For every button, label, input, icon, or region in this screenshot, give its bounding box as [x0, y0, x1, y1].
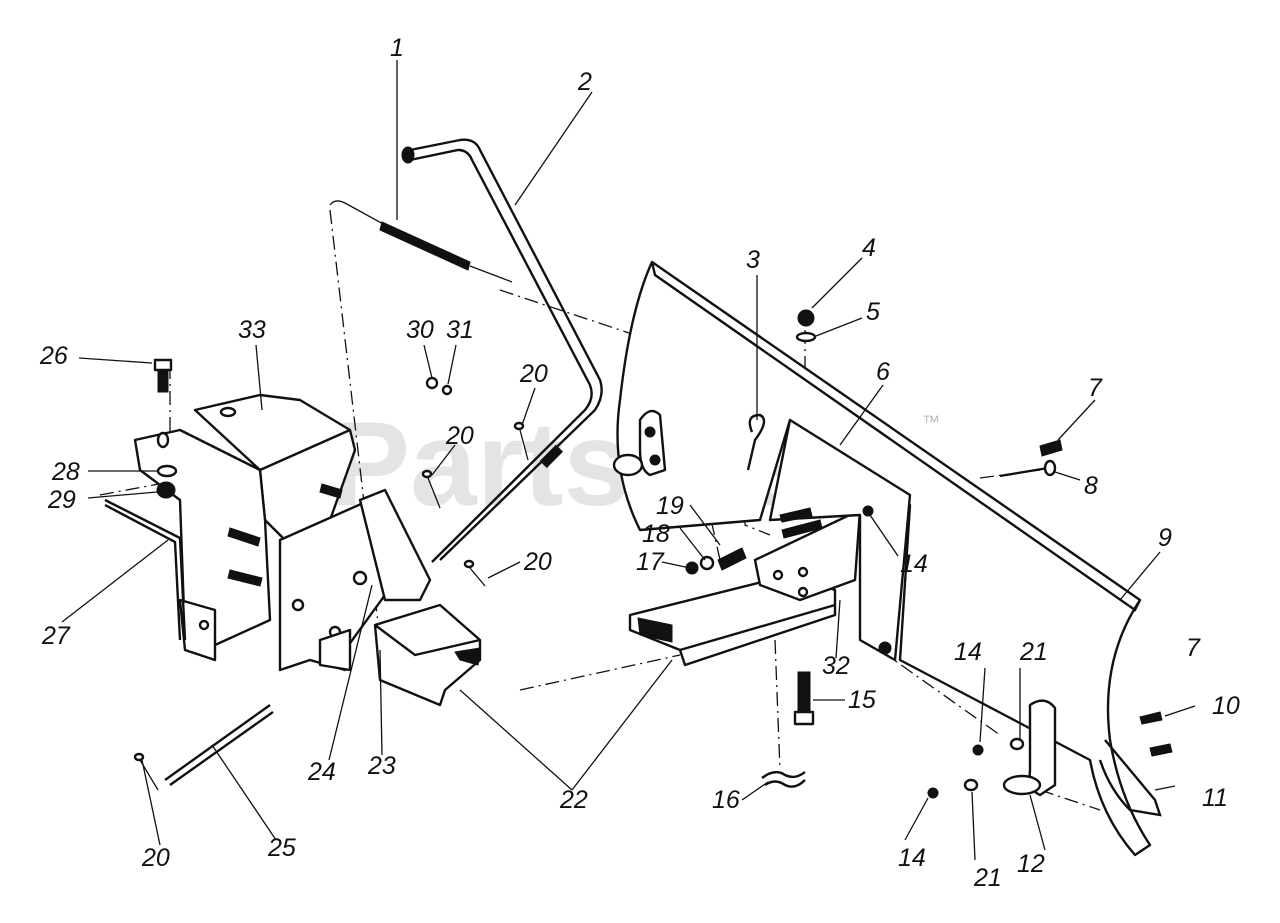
blade [616, 260, 1162, 857]
callout-8: 8 [1084, 472, 1098, 500]
callout-14-upper: 14 [900, 550, 928, 578]
hardware [133, 309, 1173, 799]
callout-20-top: 20 [519, 360, 548, 388]
pivot-plate [278, 488, 432, 672]
callout-19: 19 [656, 492, 684, 520]
callout-18: 18 [642, 520, 670, 548]
callout-3: 3 [746, 246, 760, 274]
callout-31: 31 [446, 316, 474, 344]
callout-10: 10 [1212, 692, 1240, 720]
callout-9: 9 [1158, 524, 1172, 552]
callout-12: 12 [1017, 850, 1045, 878]
callout-30: 30 [406, 316, 434, 344]
blade-slot-left [612, 409, 667, 477]
callout-32: 32 [822, 652, 850, 680]
channel-23 [373, 603, 482, 707]
callout-23: 23 [367, 752, 396, 780]
callout-20-bottom: 20 [141, 844, 170, 872]
callout-14-lower: 14 [898, 844, 926, 872]
callout-33: 33 [238, 316, 266, 344]
trademark-mark: ™ [922, 412, 940, 432]
rod-27 [104, 498, 187, 641]
callout-4: 4 [862, 234, 876, 262]
callout-25: 25 [267, 834, 296, 862]
callout-7-upper: 7 [1088, 374, 1103, 402]
callout-11: 11 [1202, 784, 1228, 812]
callout-22: 22 [559, 786, 588, 814]
slot-12 [1002, 699, 1057, 797]
callout-21-upper: 21 [1019, 638, 1048, 666]
washer-28 [156, 464, 178, 478]
callout-24: 24 [307, 758, 336, 786]
callout-7-lower: 7 [1186, 634, 1201, 662]
callout-2: 2 [577, 68, 592, 96]
callout-5: 5 [866, 298, 880, 326]
nut-29 [156, 481, 176, 499]
callout-14-middle: 14 [954, 638, 982, 666]
callout-15: 15 [848, 686, 876, 714]
leader-lines [61, 60, 1196, 861]
callout-27: 27 [41, 622, 71, 650]
callout-26: 26 [39, 342, 68, 370]
callout-1: 1 [390, 34, 404, 62]
callout-17: 17 [636, 548, 665, 576]
mount-bracket [133, 393, 357, 662]
callout-29: 29 [47, 486, 76, 514]
spring [329, 200, 513, 283]
bolt-26 [153, 358, 173, 393]
callout-20-right: 20 [523, 548, 552, 576]
callout-28: 28 [51, 458, 80, 486]
callout-6: 6 [876, 358, 890, 386]
callout-16: 16 [712, 786, 740, 814]
callout-labels: 1 2 3 4 5 6 7 8 9 7 10 11 12 14 14 14 15… [39, 34, 1240, 892]
callout-20-mid: 20 [445, 422, 474, 450]
angle-bracket [768, 418, 912, 662]
callout-21-lower: 21 [973, 864, 1002, 892]
handle-rod [401, 138, 603, 563]
